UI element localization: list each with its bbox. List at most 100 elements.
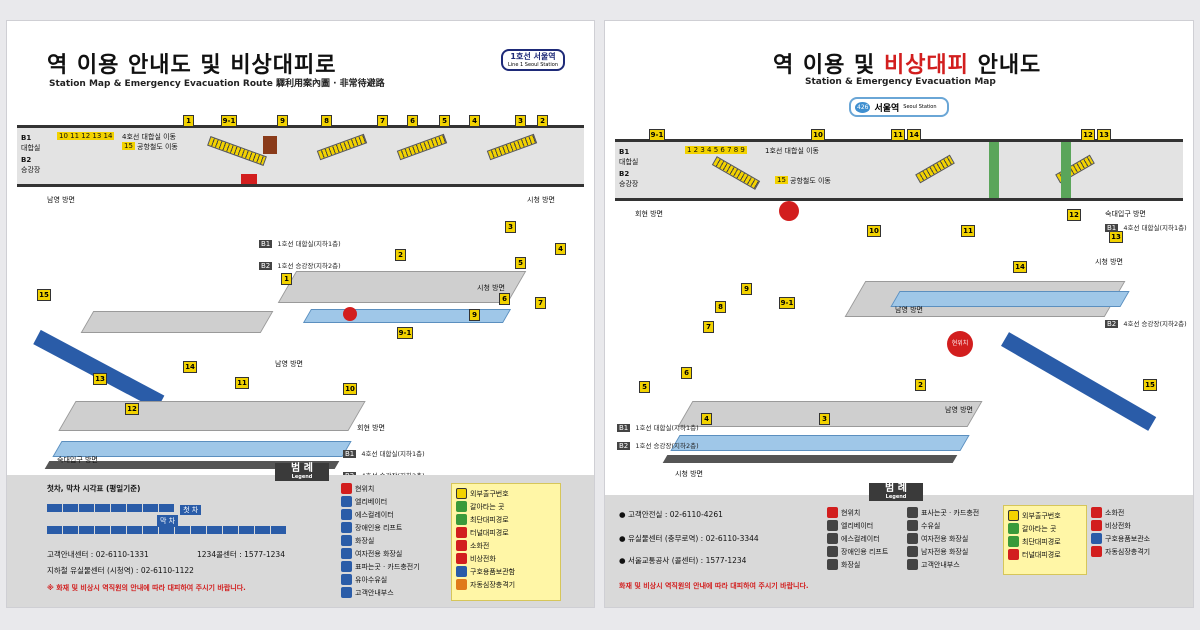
transfer-stairs [989, 142, 999, 198]
lost-found: 지하철 유실물센터 (시청역) : 02-6110-1122 [47, 566, 194, 575]
escalator [486, 133, 538, 161]
legend-evacuation-box: 외부출구번호 갈아타는 곳 최단대피경로 터널대피경로 [1003, 505, 1087, 575]
legend-item: 엘리베이터 [341, 496, 441, 507]
legend-item: 외부출구번호 [1008, 510, 1082, 521]
legend-item: 여자전용 화장실 [907, 533, 997, 544]
b2-transfer-note: 공항철도 이동 [137, 143, 178, 151]
emergency-phone-icon [456, 553, 467, 564]
left-title: 역 이용 안내도 및 비상대피로 [47, 53, 337, 78]
exit-number: 14 [907, 129, 921, 141]
floor-label: B1 1호선 대합실(지하1층) [259, 240, 341, 248]
exit-number: 2 [395, 249, 406, 261]
dir-left: 남영 방면 [47, 196, 75, 204]
exit-number: 9-1 [779, 297, 795, 309]
exit-number: 4 [555, 243, 566, 255]
exit-number: 9 [741, 283, 752, 295]
dir-sicheong-b1: 시청 방면 [675, 470, 703, 478]
nursing-room-icon [341, 574, 352, 585]
current-location-marker: 현위치 [947, 331, 973, 357]
line4-platform [890, 291, 1130, 307]
right-subtitle: Station & Emergency Evacuation Map [805, 77, 996, 87]
exit-number: 10 [811, 129, 825, 141]
left-map-panel: 역 이용 안내도 및 비상대피로 Station Map & Emergency… [6, 20, 595, 608]
current-location-icon [343, 307, 357, 321]
legend-item: 자동심장충격기 [1091, 546, 1191, 557]
exit-number: 5 [439, 115, 450, 127]
legend-item: 장애인용 리프트 [827, 546, 907, 557]
dir-hoehyeon: 회현 방면 [357, 424, 385, 432]
exit-number: 7 [703, 321, 714, 333]
legend-item: 구호용품보관소 [1091, 533, 1191, 544]
escalator [396, 133, 448, 161]
lost-found: ● 유실물센터 (충무로역) : 02-6110-3344 [619, 534, 759, 543]
level-b1-sub: 대합실 [619, 158, 639, 166]
call-center: ● 서울교통공사 (콜센터) : 1577-1234 [619, 556, 747, 565]
transfer-icon [456, 501, 467, 512]
floor-label: B1 1호선 대합실(지하1층) [617, 424, 699, 432]
legend-evacuation-box: 외부출구번호 갈아타는 곳 최단대피경로 터널대피경로 소화전 비상전화 구호용… [451, 483, 561, 601]
aed-icon [1091, 546, 1102, 557]
legend-col1: 현위치 엘리베이터 에스컬레이터 장애인용 리프트 화장실 [827, 507, 907, 572]
info-center: ● 고객안전실 : 02-6110-4261 [619, 510, 723, 519]
legend-item: 여자전용 화장실 [341, 548, 441, 559]
exit-number: 15 [37, 289, 51, 301]
legend-item: 고객안내부스 [341, 587, 441, 598]
legend-item: 비상전화 [456, 553, 556, 564]
exit-number: 14 [183, 361, 197, 373]
b1-exit-list: 10 11 12 13 14 [57, 132, 115, 140]
relief-kit-icon [456, 566, 467, 577]
legend-item: 갈아타는 곳 [1008, 523, 1082, 534]
exit-number: 4 [469, 115, 480, 127]
elevator-icon [263, 136, 277, 154]
legend-item: 구호용품보관함 [456, 566, 556, 577]
dir-sookdae: 숙대입구 방면 [57, 456, 98, 464]
dir-right: 숙대입구 방면 [1105, 210, 1146, 218]
exit-number: 1 [281, 273, 292, 285]
legend-item: 터널대피경로 [456, 527, 556, 538]
level-b1: B1 [619, 148, 630, 156]
fire-hydrant-icon [1091, 507, 1102, 518]
legend-item: 화장실 [341, 535, 441, 546]
relief-kit-icon [1091, 533, 1102, 544]
level-b2-sub: 승강장 [21, 166, 41, 174]
legend-item: 터널대피경로 [1008, 549, 1082, 560]
current-location-icon [827, 507, 838, 518]
floor-label: B2 1호선 승강장(지하2층) [259, 262, 341, 270]
exit-number: 11 [961, 225, 975, 237]
legend-item: 표파는곳 · 카드충전기 [341, 561, 441, 572]
floor-label: B1 4호선 대합실(지하1층) [1105, 224, 1187, 232]
ticket-icon [341, 561, 352, 572]
exit-number-icon [1008, 510, 1019, 521]
ticket-icon [907, 507, 918, 518]
level-b1: B1 [21, 134, 32, 142]
b2-transfer-note: 공항철도 이동 [790, 177, 831, 185]
current-location-icon [779, 201, 799, 221]
exit-number: 9 [277, 115, 288, 127]
line1-platform [670, 435, 970, 451]
left-section-diagram: B1 대합실 B2 승강장 10 11 12 13 14 4호선 대합실 이동 … [17, 125, 584, 187]
legend-item: 최단대피경로 [1008, 536, 1082, 547]
track [662, 455, 958, 463]
legend-item: 소화전 [456, 540, 556, 551]
wheelchair-lift-icon [827, 546, 838, 557]
right-map-panel: 역 이용 및 비상대피 안내도 Station & Emergency Evac… [604, 20, 1194, 608]
exit-number: 9-1 [397, 327, 413, 339]
dir-namyeong-b1: 남영 방면 [945, 406, 973, 414]
exit-number: 1 [183, 115, 194, 127]
exit-number: 6 [681, 367, 692, 379]
exit-number: 11 [891, 129, 905, 141]
wheelchair-lift-icon [341, 522, 352, 533]
exit-number: 10 [343, 383, 357, 395]
level-b2-sub: 승강장 [619, 180, 639, 188]
exit-number: 12 [125, 403, 139, 415]
legend-item: 에스컬레이터 [341, 509, 441, 520]
shortest-route-icon [1008, 536, 1019, 547]
tunnel-route-icon [1008, 549, 1019, 560]
legend-item: 최단대피경로 [456, 514, 556, 525]
nursing-room-icon [907, 520, 918, 531]
exit-number: 5 [515, 257, 526, 269]
level-b1-sub: 대합실 [21, 144, 41, 152]
